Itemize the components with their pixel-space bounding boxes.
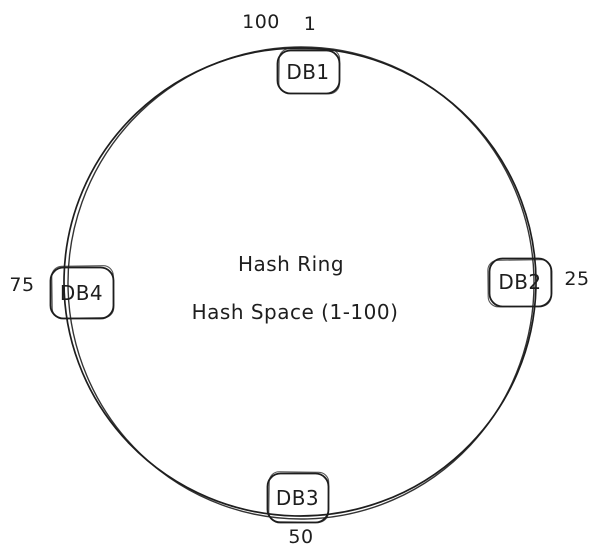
db1-node-box [276,48,341,95]
diagram-subtitle: Hash Space (1-100) [191,300,399,324]
db4-node-box [49,265,115,320]
db3-node-box [266,471,330,524]
tick-label-25: 25 [564,268,590,290]
diagram-title: Hash Ring [237,252,345,276]
node-label-db1: DB1 [286,59,330,84]
tick-label-50: 50 [288,526,314,548]
hash-ring-circle [63,46,537,520]
node-label-db2: DB2 [498,270,542,294]
db2-node-box [487,257,553,308]
node-label-db4: DB4 [59,280,104,305]
tick-label-75: 75 [9,274,35,296]
tick-label-100: 100 [242,11,280,33]
tick-label-1: 1 [303,13,317,35]
node-label-db3: DB3 [275,485,320,510]
